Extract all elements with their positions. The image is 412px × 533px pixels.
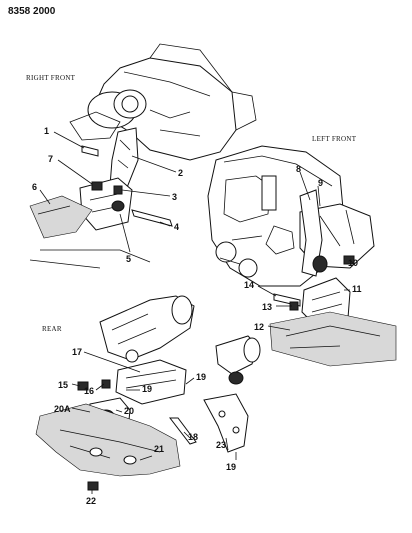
- callout-15: 15: [58, 380, 68, 390]
- callout-19-bottom: 19: [226, 462, 236, 472]
- right-front-frame-bracket: [29, 195, 93, 239]
- callout-3: 3: [172, 192, 177, 202]
- callout-6: 6: [32, 182, 37, 192]
- callout-13: 13: [262, 302, 272, 312]
- bolt-15: [77, 381, 89, 391]
- through-bolt: [131, 209, 173, 227]
- callout-20: 20: [124, 406, 134, 416]
- callout-5: 5: [126, 254, 131, 264]
- right-front-frame-rail: [29, 249, 151, 269]
- callout-21: 21: [154, 444, 164, 454]
- washer-16: [101, 379, 111, 389]
- rear-mount-bracket: [115, 359, 187, 405]
- callout-11: 11: [352, 284, 362, 294]
- right-front-insulator: [79, 177, 133, 231]
- callout-22: 22: [86, 496, 96, 506]
- rear-right-bracket: [215, 335, 261, 385]
- left-front-frame-rail: [269, 311, 397, 367]
- rear-crossmember: [35, 403, 181, 477]
- callout-7: 7: [48, 154, 53, 164]
- rear-right-support-23: [203, 393, 249, 453]
- section-rear: REAR: [42, 325, 62, 333]
- callout-8: 8: [296, 164, 301, 174]
- callout-20a: 20A: [54, 404, 71, 414]
- nut-3: [113, 185, 123, 195]
- diagram-code: 8358 2000: [8, 6, 56, 17]
- callout-10: 10: [348, 258, 358, 268]
- callout-9: 9: [318, 178, 323, 188]
- callout-16: 16: [84, 386, 94, 396]
- callout-2: 2: [178, 168, 183, 178]
- nut-7: [91, 181, 103, 191]
- section-right-front: RIGHT FRONT: [26, 74, 76, 82]
- left-front-mount-bracket: [299, 189, 328, 277]
- callout-19-top: 19: [196, 372, 206, 382]
- callout-12: 12: [254, 322, 264, 332]
- right-front-mount-bracket: [109, 127, 139, 191]
- callout-14: 14: [244, 280, 254, 290]
- section-left-front: LEFT FRONT: [312, 135, 357, 143]
- bolt-1: [81, 145, 99, 157]
- callout-17: 17: [72, 347, 82, 357]
- nut-22: [87, 481, 99, 491]
- callout-23: 23: [216, 440, 226, 450]
- right-front-engine-block: [69, 43, 257, 161]
- nut-13: [289, 301, 299, 311]
- rear-transmission-extension: [99, 295, 195, 363]
- leader-lines: [39, 131, 355, 494]
- callout-18: 18: [188, 432, 198, 442]
- callout-labels: 1 2 3 4 5 6 7 8 9 10 11 12 13 14 15 16 1…: [32, 126, 362, 506]
- callout-1: 1: [44, 126, 49, 136]
- callout-19-mid: 19: [142, 384, 152, 394]
- callout-4: 4: [174, 222, 179, 232]
